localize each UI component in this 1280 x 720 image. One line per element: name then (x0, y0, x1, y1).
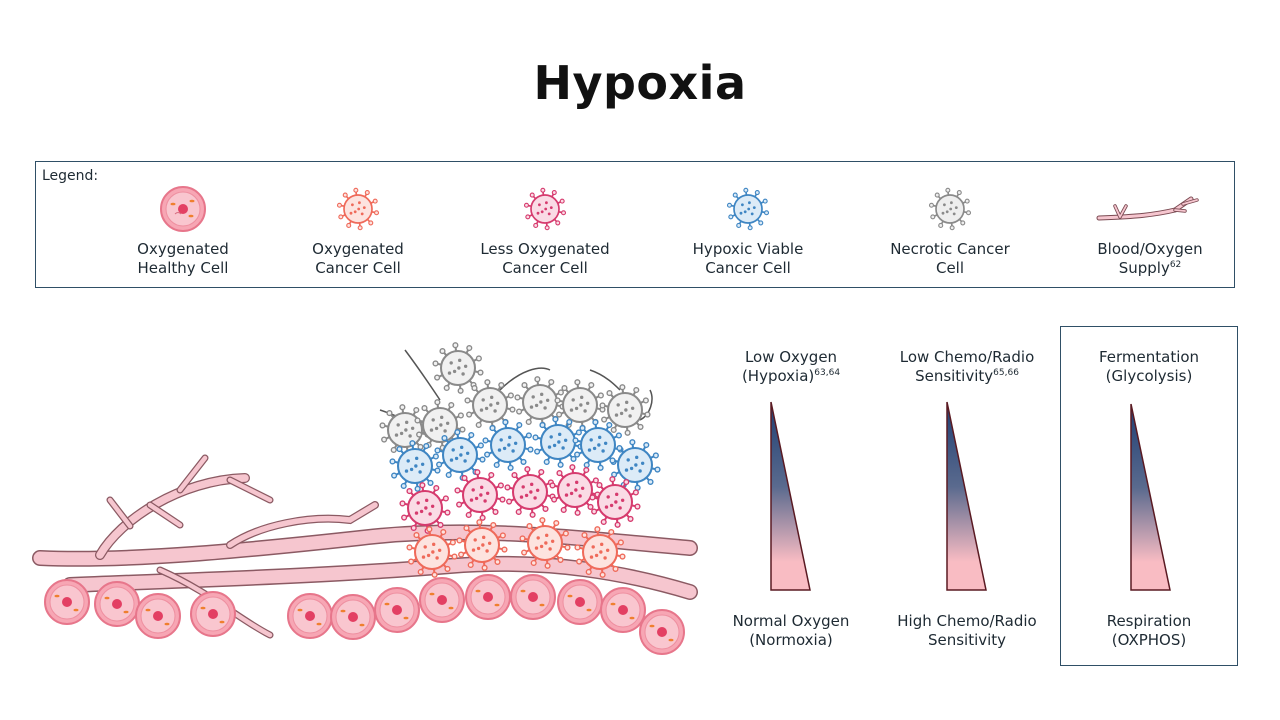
chemo-top-label: Low Chemo/Radio Sensitivity65,66 (872, 348, 1062, 386)
chemo-sensitivity-gradient-wedge (946, 401, 987, 591)
hypoxia-top-line2-main: (Hypoxia) (741, 367, 815, 385)
chemo-bottom-line2: Sensitivity (927, 631, 1007, 649)
metabolism-bottom-line2: (OXPHOS) (1111, 631, 1187, 649)
metabolism-top-label: Fermentation (Glycolysis) (1054, 348, 1244, 386)
legend-text-line2-main: Supply (1118, 259, 1170, 277)
citation-superscript: 62 (1169, 260, 1182, 270)
legend-item-oxygenated-cancer-cell: Oxygenated Cancer Cell (268, 184, 448, 278)
healthy-cell-icon (160, 186, 206, 232)
legend-text-line2: Cancer Cell (502, 259, 588, 277)
legend-box: Legend: Oxygenated Healthy Cell Oxygenat… (35, 161, 1235, 288)
hypoxia-bottom-line1: Normal Oxygen (732, 612, 850, 630)
hypoxia-top-label: Low Oxygen (Hypoxia)63,64 (696, 348, 886, 386)
chemo-top-line2-main: Sensitivity (915, 367, 994, 385)
hypoxia-bottom-line2: (Normoxia) (749, 631, 833, 649)
less-oxygenated-cancer-cell-icon (523, 187, 567, 231)
necrotic-cancer-cell-icon (928, 187, 972, 231)
legend-item-hypoxic-cancer-cell: Hypoxic Viable Cancer Cell (658, 184, 838, 278)
metabolism-bottom-line1: Respiration (1106, 612, 1192, 630)
citation-superscript: 65,66 (993, 368, 1019, 378)
blood-vessel-icon (1096, 196, 1199, 221)
legend-text-line1: Blood/Oxygen (1097, 240, 1203, 258)
legend-text-line2: Cancer Cell (315, 259, 401, 277)
hypoxia-bottom-label: Normal Oxygen (Normoxia) (696, 612, 886, 650)
hypoxia-top-line1: Low Oxygen (744, 348, 838, 366)
chemo-bottom-line1: High Chemo/Radio (897, 612, 1037, 630)
chemo-top-line1: Low Chemo/Radio (899, 348, 1035, 366)
legend-text-line2: Cancer Cell (705, 259, 791, 277)
tumor-illustration (32, 342, 698, 655)
legend-item-necrotic-cancer-cell: Necrotic Cancer Cell (860, 184, 1040, 278)
oxygenated-cancer-cell-icon (336, 187, 380, 231)
hypoxia-top-line2: (Hypoxia)63,64 (696, 367, 886, 386)
citation-superscript: 63,64 (814, 368, 841, 378)
metabolism-top-line2: (Glycolysis) (1105, 367, 1193, 385)
hypoxia-gradient-wedge (770, 401, 811, 591)
metabolism-panel-box (1060, 326, 1238, 666)
legend-text-line1: Oxygenated (137, 240, 229, 258)
page-title: Hypoxia (533, 56, 747, 110)
legend-item-less-oxygenated-cancer-cell: Less Oxygenated Cancer Cell (455, 184, 635, 278)
legend-label: Legend: (42, 168, 99, 184)
chemo-top-line2: Sensitivity65,66 (872, 367, 1062, 386)
metabolism-top-line1: Fermentation (1098, 348, 1200, 366)
legend-text-line1: Less Oxygenated (480, 240, 610, 258)
tumor-cell-cluster (379, 342, 661, 578)
legend-text-line1: Necrotic Cancer (890, 240, 1010, 258)
legend-text-line1: Hypoxic Viable (692, 240, 804, 258)
chemo-bottom-label: High Chemo/Radio Sensitivity (872, 612, 1062, 650)
healthy-cell-row (44, 574, 685, 655)
metabolism-gradient-wedge (1130, 403, 1171, 591)
metabolism-bottom-label: Respiration (OXPHOS) (1054, 612, 1244, 650)
legend-text-line2: Healthy Cell (137, 259, 229, 277)
legend-text-line1: Oxygenated (312, 240, 404, 258)
legend-text-line2: Cell (935, 259, 965, 277)
legend-text-line2: Supply62 (1060, 259, 1240, 278)
hypoxic-cancer-cell-icon (726, 187, 770, 231)
legend-item-healthy-cell: Oxygenated Healthy Cell (93, 184, 273, 278)
legend-item-blood-oxygen-supply: Blood/Oxygen Supply62 (1060, 184, 1240, 278)
